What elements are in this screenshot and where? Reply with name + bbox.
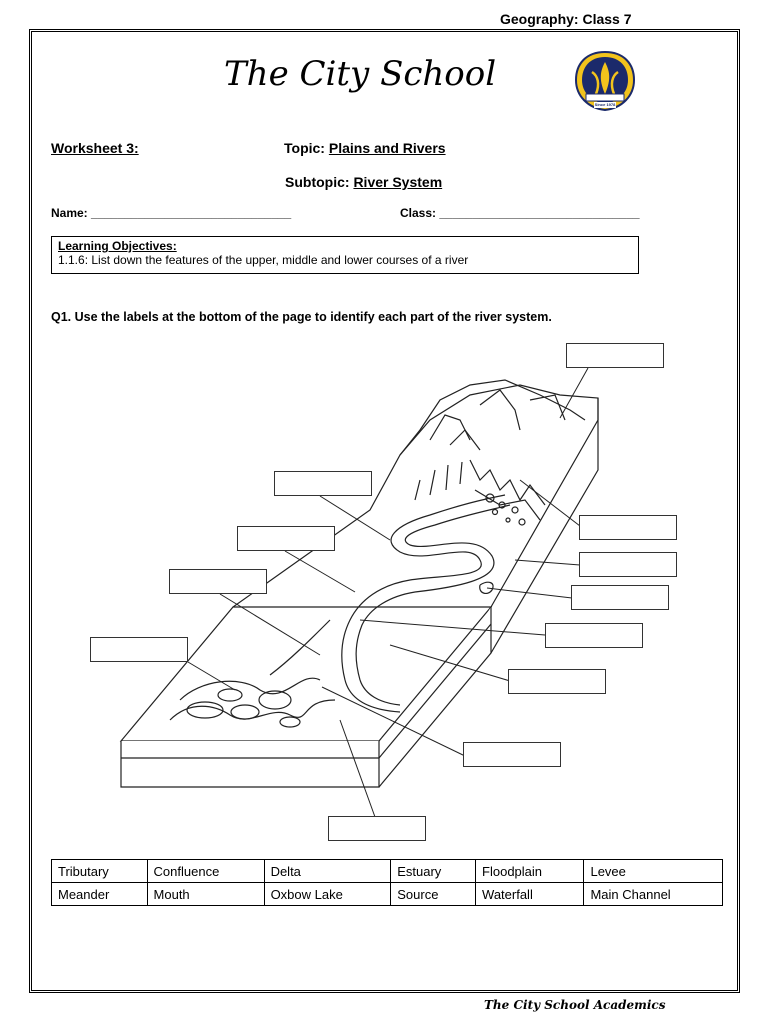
label-blank-8[interactable] [571, 585, 669, 610]
label-blank-4[interactable] [169, 569, 267, 594]
label-blank-5[interactable] [90, 637, 188, 662]
table-cell: Estuary [390, 859, 477, 883]
table-cell: Tributary [51, 859, 148, 883]
learning-objectives-box: Learning Objectives: 1.1.6: List down th… [51, 236, 639, 274]
label-blank-1[interactable] [566, 343, 664, 368]
subtopic-value: River System [353, 174, 443, 190]
table-cell: Main Channel [583, 882, 723, 906]
name-field[interactable]: Name: ______________________________ [51, 206, 292, 220]
label-blank-9[interactable] [545, 623, 643, 648]
table-cell: Waterfall [475, 882, 585, 906]
subtopic-prefix: Subtopic: [285, 174, 350, 190]
class-field[interactable]: Class: ______________________________ [400, 206, 640, 220]
label-blank-3[interactable] [237, 526, 335, 551]
label-blank-10[interactable] [508, 669, 606, 694]
table-cell: Confluence [146, 859, 265, 883]
question-text: Q1. Use the labels at the bottom of the … [51, 310, 552, 324]
school-title: The City School [224, 54, 497, 94]
table-cell: Floodplain [475, 859, 585, 883]
label-blank-2[interactable] [274, 471, 372, 496]
table-row: Meander Mouth Oxbow Lake Source Waterfal… [51, 882, 723, 906]
topic-prefix: Topic: [284, 140, 325, 156]
table-cell: Source [390, 882, 477, 906]
topic-value: Plains and Rivers [328, 140, 446, 156]
footer-text: The City School Academics [484, 998, 666, 1012]
page-border-outer [29, 29, 740, 993]
table-cell: Oxbow Lake [263, 882, 392, 906]
school-logo: Since 1978 [572, 50, 638, 112]
page-border [31, 31, 738, 991]
logo-text: Since 1978 [594, 102, 616, 107]
subtopic-line: Subtopic: River System [285, 174, 442, 190]
table-cell: Mouth [146, 882, 265, 906]
table-cell: Delta [263, 859, 392, 883]
table-cell: Meander [51, 882, 148, 906]
objectives-text: 1.1.6: List down the features of the upp… [58, 253, 469, 267]
objectives-title: Learning Objectives: [58, 239, 177, 253]
worksheet-label: Worksheet 3: [51, 140, 139, 156]
label-blank-7[interactable] [579, 552, 677, 577]
table-cell: Levee [583, 859, 723, 883]
label-blank-12[interactable] [328, 816, 426, 841]
river-system-diagram [119, 367, 599, 818]
labels-table: Tributary Confluence Delta Estuary Flood… [51, 859, 723, 906]
subject-heading: Geography: Class 7 [500, 11, 632, 27]
topic-line: Topic: Plains and Rivers [284, 140, 446, 156]
table-row: Tributary Confluence Delta Estuary Flood… [51, 859, 723, 883]
label-blank-6[interactable] [579, 515, 677, 540]
label-blank-11[interactable] [463, 742, 561, 767]
